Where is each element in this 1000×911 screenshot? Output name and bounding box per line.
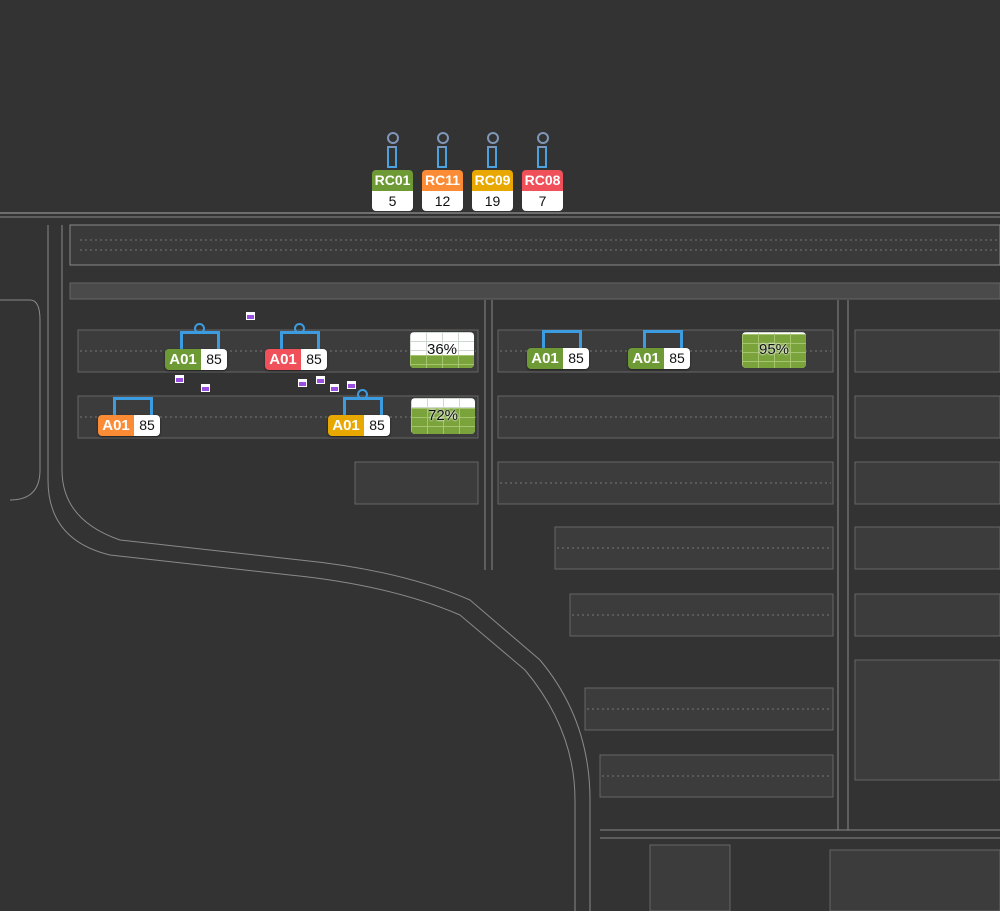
truck-icon[interactable] — [201, 384, 210, 392]
crane-count: 12 — [422, 191, 463, 211]
crane-code: A01 — [527, 348, 563, 369]
crane-icon — [472, 132, 513, 170]
crane-value: 85 — [563, 348, 589, 369]
crane-count: 5 — [372, 191, 413, 211]
crane-count: 19 — [472, 191, 513, 211]
crane-icon — [372, 132, 413, 170]
crane-frame-icon — [113, 397, 153, 415]
rail-crane-rc09[interactable]: RC09 19 — [472, 132, 513, 211]
rail-crane-rc08[interactable]: RC08 7 — [522, 132, 563, 211]
fill-percent: 36% — [426, 341, 458, 358]
crane-frame-icon — [542, 330, 582, 348]
crane-value: 85 — [134, 415, 160, 436]
crane-value: 85 — [201, 349, 227, 370]
crane-code: A01 — [628, 348, 664, 369]
crane-frame-icon — [343, 397, 383, 415]
crane-code: RC11 — [422, 170, 463, 191]
crane-code: A01 — [265, 349, 301, 370]
truck-icon[interactable] — [347, 381, 356, 389]
crane-code: RC09 — [472, 170, 513, 191]
crane-code: RC08 — [522, 170, 563, 191]
crane-icon — [522, 132, 563, 170]
block-fill-indicator[interactable]: 36% — [410, 332, 474, 368]
crane-code: A01 — [328, 415, 364, 436]
crane-value: 85 — [301, 349, 327, 370]
crane-frame-icon — [280, 331, 320, 349]
rail-crane-rc01[interactable]: RC01 5 — [372, 132, 413, 211]
crane-value: 85 — [664, 348, 690, 369]
crane-code: A01 — [165, 349, 201, 370]
truck-icon[interactable] — [316, 376, 325, 384]
truck-icon[interactable] — [246, 312, 255, 320]
truck-icon[interactable] — [298, 379, 307, 387]
block-fill-indicator[interactable]: 95% — [742, 332, 806, 368]
crane-frame-icon — [643, 330, 683, 348]
crane-count: 7 — [522, 191, 563, 211]
fill-level — [742, 333, 806, 368]
fill-level — [410, 355, 474, 368]
crane-code: A01 — [98, 415, 134, 436]
crane-frame-icon — [180, 331, 220, 349]
fill-percent: 72% — [427, 407, 459, 424]
fill-level — [411, 408, 475, 434]
fill-percent: 95% — [758, 341, 790, 358]
crane-value: 85 — [364, 415, 390, 436]
truck-icon[interactable] — [175, 375, 184, 383]
truck-icon[interactable] — [330, 384, 339, 392]
block-fill-indicator[interactable]: 72% — [411, 398, 475, 434]
crane-code: RC01 — [372, 170, 413, 191]
rail-crane-rc11[interactable]: RC11 12 — [422, 132, 463, 211]
crane-icon — [422, 132, 463, 170]
